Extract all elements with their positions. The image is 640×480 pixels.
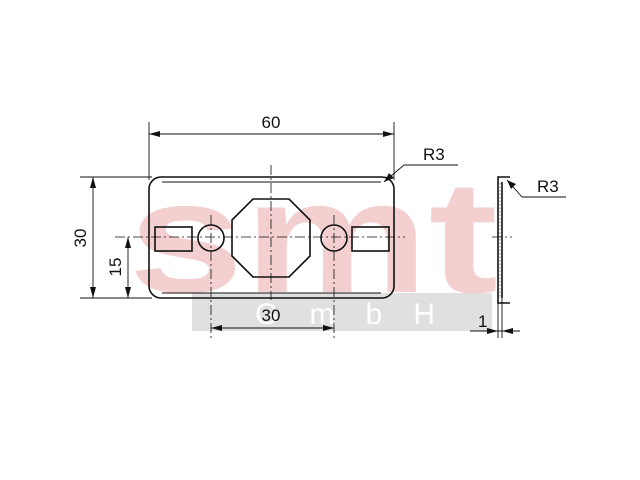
dim-label-hole-spacing: 30 [262,306,281,325]
dim-label-overall-width: 60 [262,113,281,132]
thickness-arrow-left [487,328,498,334]
arrow-left [149,131,160,137]
dim-label-overall-height: 30 [71,229,90,248]
arrow-right [383,131,394,137]
arrow-bottom [90,287,96,298]
watermark: smt G m b H [128,147,498,331]
watermark-band [192,293,492,331]
dimension-overall-height: 30 [71,176,152,299]
side-view: 1 [470,176,520,338]
right-hole [320,224,348,252]
arrow-left [211,325,222,331]
front-view [115,165,405,340]
arrow-bottom [125,287,131,298]
dimension-half-height: 15 [106,237,131,298]
label-side-radius: R3 [537,177,559,196]
dimension-hole-spacing: 30 [211,306,334,331]
arrow-right [323,325,334,331]
leader-front-radius: R3 [383,145,458,183]
left-hole [197,224,225,252]
dimension-overall-width: 60 [148,113,395,180]
leader-side-radius: R3 [506,177,566,198]
thickness-arrow-right [502,328,513,334]
label-thickness: 1 [478,312,487,331]
arrow-top [125,237,131,248]
label-front-radius: R3 [423,145,445,164]
left-slot [154,226,193,252]
dim-label-half-height: 15 [106,258,125,277]
octagon-cutout [231,198,311,278]
plate-outline [148,176,395,299]
right-slot [351,226,390,252]
leader-arrow [384,173,394,182]
leader-arrow [507,180,516,189]
arrow-top [90,177,96,188]
side-profile-outer [497,176,510,304]
